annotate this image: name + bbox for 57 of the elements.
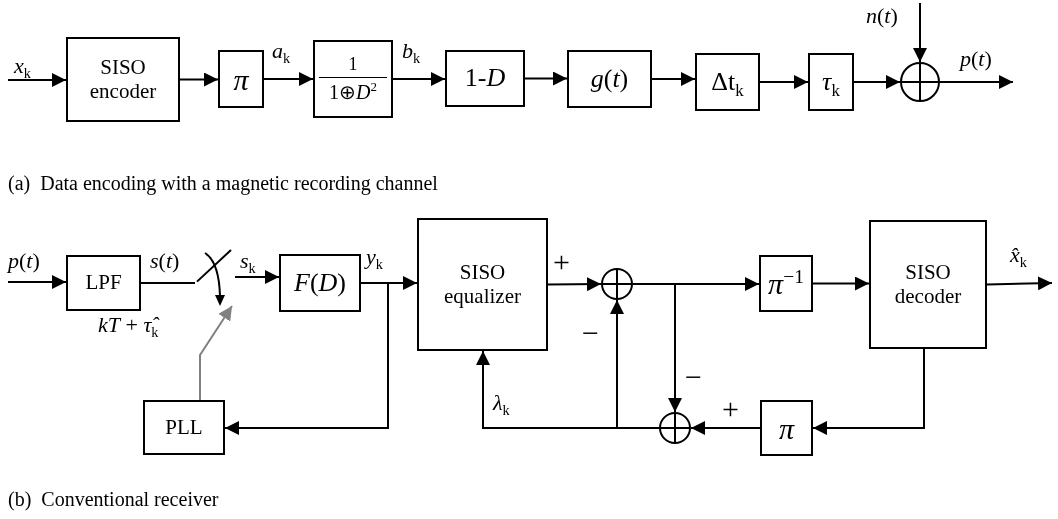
signal-label: n(t) bbox=[866, 5, 898, 27]
equalizer-box: SISO equalizer bbox=[417, 218, 548, 351]
arrow bbox=[759, 75, 809, 89]
arrow bbox=[224, 282, 389, 435]
delay-box: τ$_{k}$ bbox=[808, 53, 854, 111]
process-box: SISO encoder bbox=[66, 37, 180, 122]
arrow bbox=[610, 299, 660, 429]
caption: (a) Data encoding with a magnetic recording channel bbox=[8, 172, 438, 195]
transfer-function-box: 1 1⊕D$^{2}$ bbox=[313, 40, 393, 118]
arrow bbox=[199, 305, 233, 401]
deinterleaver-box: π$^{−1}$ bbox=[759, 255, 813, 312]
arrow bbox=[234, 270, 280, 284]
signal-label: a$_{k}$ bbox=[272, 40, 291, 62]
decoder-box: SISO decoder bbox=[869, 220, 987, 349]
signal-label: x$_{k}$ bbox=[14, 55, 31, 77]
arrow bbox=[651, 72, 696, 86]
connector-line bbox=[140, 282, 196, 284]
sign-label: + bbox=[722, 394, 739, 424]
arrow bbox=[913, 2, 927, 63]
filter-box: 1-D bbox=[445, 50, 525, 107]
sign-label: + bbox=[553, 247, 570, 277]
arrow bbox=[547, 277, 602, 292]
caption: (b) Conventional receiver bbox=[8, 488, 219, 511]
arrow bbox=[392, 72, 446, 86]
signal-label: λ$_{k}$ bbox=[493, 392, 510, 414]
arrow bbox=[690, 421, 761, 435]
arrow bbox=[853, 75, 901, 89]
interleaver-box: π bbox=[760, 400, 813, 456]
pll-box: PLL bbox=[143, 400, 225, 455]
arrow bbox=[7, 73, 67, 87]
arrow bbox=[939, 75, 1014, 89]
arrow bbox=[986, 276, 1053, 291]
arrow bbox=[7, 275, 67, 289]
signal-label: p(t) bbox=[960, 48, 992, 70]
filter-box: F(D) bbox=[279, 254, 361, 312]
signal-label: y$_{k}$ bbox=[366, 246, 383, 268]
arrow bbox=[179, 72, 219, 87]
signal-label: p(t) bbox=[8, 250, 40, 272]
sign-label: − bbox=[582, 318, 599, 348]
sampling-time-label: kT + τ̂$_{k}$ bbox=[98, 314, 159, 336]
summing-junction bbox=[601, 268, 633, 300]
arrow bbox=[263, 72, 314, 86]
arrow bbox=[524, 71, 568, 86]
signal-label: x̂$_{k}$ bbox=[1010, 244, 1027, 266]
signal-label: s(t) bbox=[150, 250, 180, 272]
jitter-box: Δt$_{k}$ bbox=[695, 53, 760, 111]
summing-junction bbox=[659, 412, 691, 444]
arrow bbox=[812, 276, 870, 291]
signal-label: s$_{k}$ bbox=[240, 250, 256, 272]
arrow bbox=[812, 348, 925, 435]
pulse-shaping-box: g(t) bbox=[567, 50, 652, 108]
sign-label: − bbox=[685, 362, 702, 392]
arrow bbox=[632, 283, 682, 413]
filter-box: LPF bbox=[66, 255, 141, 311]
signal-label: b$_{k}$ bbox=[402, 40, 421, 62]
interleaver-box: π bbox=[218, 50, 264, 108]
summing-junction bbox=[900, 62, 940, 102]
